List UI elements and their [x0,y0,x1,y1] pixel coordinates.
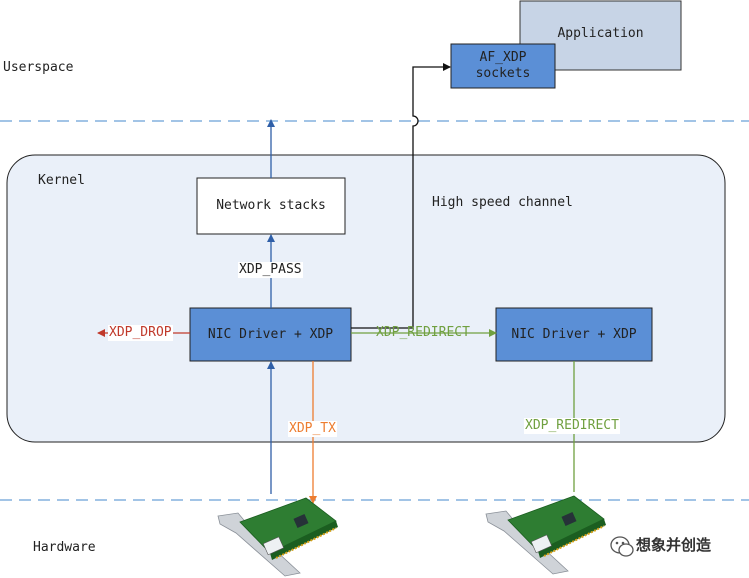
high-speed-channel-arrow [351,63,451,329]
xdp-tx-label: XDP_TX [288,421,337,437]
watermark-text: 想象并创造 [636,536,712,554]
kernel-region [6,154,726,443]
nic-driver-right-title: NIC Driver + XDP [511,326,637,342]
af-xdp-sockets-box [450,43,556,89]
application-title: Application [557,26,644,41]
high-speed-channel-label: High speed channel [432,195,573,210]
nic-card-left-icon [217,497,338,577]
userspace-label: Userspace [3,60,74,75]
af-xdp-line1: AF_XDP [479,50,527,65]
xdp-drop-label: XDP_DROP [108,325,173,341]
af-xdp-sockets-text: AF_XDP sockets [451,44,555,88]
nic-driver-right-box [495,307,653,362]
nic-card-right-icon [485,495,606,575]
xdp-redirect-right-label: XDP_REDIRECT [524,418,620,434]
af-xdp-line2: sockets [475,66,531,81]
network-stacks-title: Network stacks [216,198,326,213]
xdp-redirect-mid-label: XDP_REDIRECT [376,325,470,340]
xdp-pass-label: XDP_PASS [238,262,303,278]
nic-driver-left-title: NIC Driver + XDP [207,326,334,342]
kernel-label: Kernel [38,173,85,188]
hardware-label: Hardware [33,540,96,555]
wechat-icon [610,536,634,557]
